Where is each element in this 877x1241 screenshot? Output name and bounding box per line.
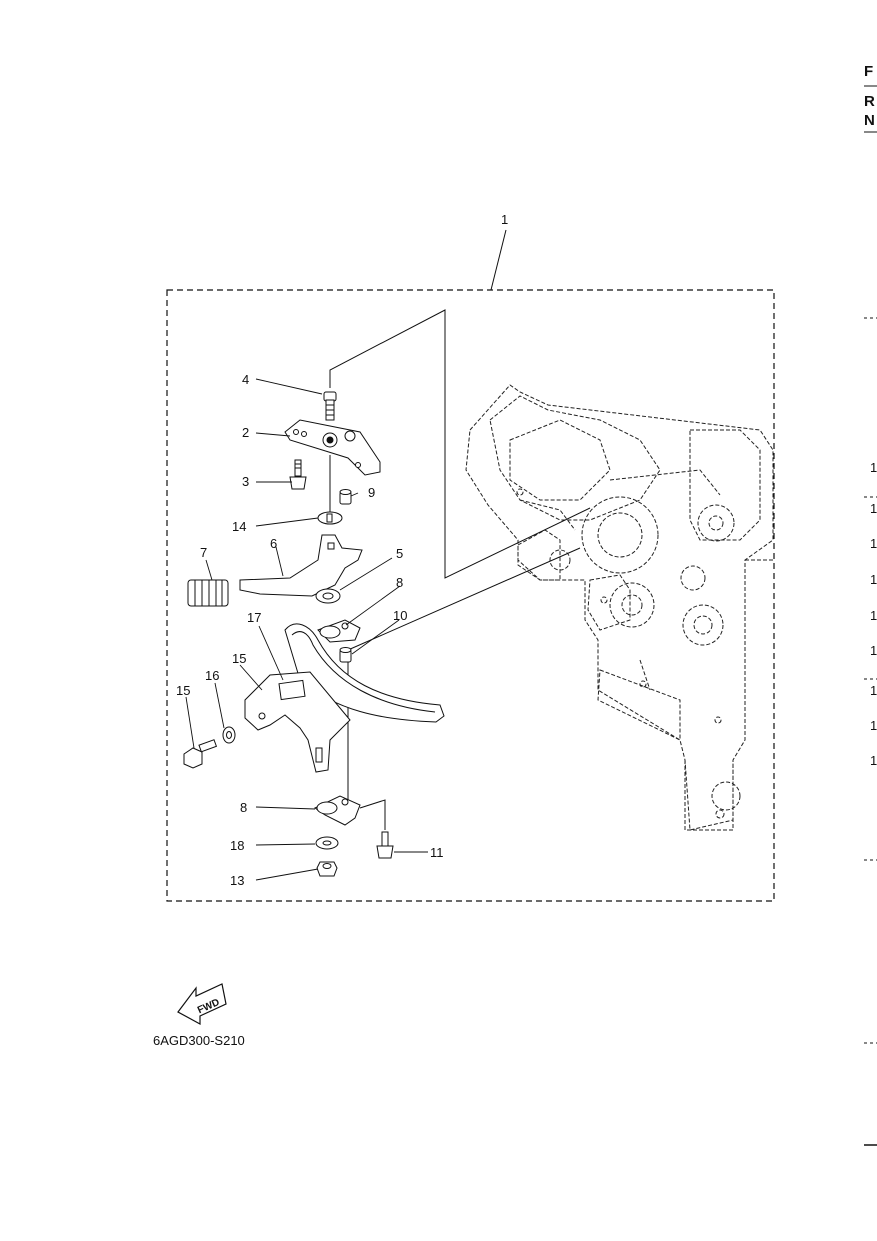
- edge-number: 1: [870, 572, 877, 587]
- swivel-bracket-drawing: [465, 384, 774, 831]
- callout-10: 10: [393, 608, 407, 623]
- callout-leaders: [185, 378, 428, 881]
- callout-9: 9: [368, 485, 375, 500]
- callout-17: 17: [247, 610, 261, 625]
- part-4-bolt: [323, 391, 337, 421]
- part-12-washer: [317, 511, 343, 525]
- edge-number: 1: [870, 753, 877, 768]
- callout-13: 13: [230, 873, 244, 888]
- edge-number: 1: [870, 460, 877, 475]
- callout-15-label: 15: [176, 683, 190, 698]
- part-8-flange-lower: [314, 795, 361, 826]
- edge-number: 1: [870, 718, 877, 733]
- edge-number: 1: [870, 501, 877, 516]
- part-2-plate: [284, 419, 381, 476]
- edge-letter-n: N: [864, 112, 875, 129]
- callout-14: 15: [232, 651, 246, 666]
- part-6-lever: [239, 534, 363, 597]
- edge-letter-r: R: [864, 93, 875, 110]
- assembly-boundary: 1: [166, 212, 775, 902]
- part-14-bracket: [244, 671, 351, 773]
- edge-number: 1: [870, 683, 877, 698]
- drawing-code: 6AGD300-S210: [153, 1033, 245, 1048]
- edge-letter-f: F: [864, 63, 873, 80]
- callout-11: 11: [430, 845, 444, 860]
- alignment-lines: [329, 309, 591, 830]
- edge-number: 1: [870, 608, 877, 623]
- callout-6: 6: [270, 536, 277, 551]
- part-17-guide: [284, 623, 445, 723]
- fwd-arrow-icon: FWD: [177, 983, 227, 1026]
- callout-5: 5: [396, 546, 403, 561]
- callout-4: 4: [242, 372, 249, 387]
- part-10-collar: [339, 647, 352, 663]
- part-11-bolt: [376, 831, 394, 859]
- cropped-right-column: F R N 1 1 1 1 1 1 1 1 1: [864, 63, 877, 1146]
- edge-number: 1: [870, 536, 877, 551]
- callout-12: 14: [232, 519, 246, 534]
- callout-8-upper: 8: [396, 575, 403, 590]
- callout-8-lower: 8: [240, 800, 247, 815]
- callout-3: 3: [242, 474, 249, 489]
- part-15-bolt: [183, 739, 218, 769]
- part-13-nut: [316, 861, 338, 877]
- callout-7: 7: [200, 545, 207, 560]
- part-9-collar: [339, 489, 352, 505]
- callout-numbers: 4 2 3 9 14 6 7 5 8 10 17 15 17 16 16 15 …: [176, 372, 444, 888]
- callout-1: 1: [501, 212, 508, 227]
- callout-18: 18: [230, 838, 244, 853]
- callout-16-label: 16: [205, 668, 219, 683]
- callout-2: 2: [242, 425, 249, 440]
- part-3-bolt: [289, 459, 307, 490]
- part-8-flange-upper: [317, 619, 361, 643]
- edge-number: 1: [870, 643, 877, 658]
- part-7-grip: [187, 579, 229, 607]
